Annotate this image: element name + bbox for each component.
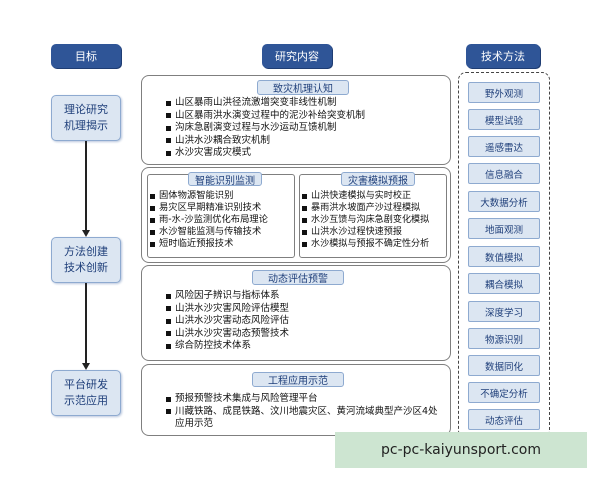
section-monitoring-title: 智能识别监测 bbox=[188, 172, 262, 187]
goal-method-line1: 方法创建 bbox=[64, 245, 108, 258]
panel-monitoring bbox=[147, 174, 295, 258]
list-item: 短时临近预报技术 bbox=[150, 238, 268, 250]
list-item: 山洪快速模拟与实时校正 bbox=[302, 190, 429, 202]
list-item: 水沙互馈与沟床急剧变化模拟 bbox=[302, 214, 429, 226]
assessment-list: 风险因子辨识与指标体系 山洪水沙灾害风险评估模型 山洪水沙灾害动态风险评估 山洪… bbox=[166, 290, 289, 353]
tech-item: 数据同化 bbox=[468, 355, 540, 376]
research-header: 研究内容 bbox=[262, 44, 332, 68]
list-item: 固体物源智能识别 bbox=[150, 190, 268, 202]
monitoring-list: 固体物源智能识别 易灾区早期精准识别技术 雨-水-沙监测优化布局理论 水沙智能监… bbox=[150, 190, 268, 250]
section-assessment-title: 动态评估预警 bbox=[252, 270, 344, 285]
list-item: 水沙智能监测与传输技术 bbox=[150, 226, 268, 238]
list-item: 山区暴雨山洪径流激增突变非线性机制 bbox=[166, 97, 365, 110]
tech-item: 动态评估 bbox=[468, 409, 540, 430]
tech-item: 地面观测 bbox=[468, 218, 540, 239]
mechanism-list: 山区暴雨山洪径流激增突变非线性机制 山区暴雨洪水演变过程中的泥沙补给突变机制 沟… bbox=[166, 97, 365, 160]
list-item: 雨-水-沙监测优化布局理论 bbox=[150, 214, 268, 226]
tech-item: 不确定分析 bbox=[468, 382, 540, 403]
goal-platform-line2: 示范应用 bbox=[64, 394, 108, 407]
tech-item: 信息融合 bbox=[468, 163, 540, 184]
list-item: 综合防控技术体系 bbox=[166, 340, 289, 353]
list-item: 山洪水沙耦合致灾机制 bbox=[166, 135, 365, 148]
tech-item: 遥感雷达 bbox=[468, 136, 540, 157]
tech-header: 技术方法 bbox=[466, 44, 540, 68]
list-item: 水沙灾害成灾模式 bbox=[166, 147, 365, 160]
list-item: 预报预警技术集成与风险管理平台 bbox=[166, 393, 446, 406]
goal-platform: 平台研发 示范应用 bbox=[51, 370, 121, 416]
flow-arrow-1-shaft bbox=[85, 141, 87, 230]
flow-arrow-1-head bbox=[82, 230, 90, 237]
section-mechanism-title: 致灾机理认知 bbox=[257, 80, 349, 95]
flow-arrow-2-head bbox=[82, 363, 90, 370]
goal-platform-line1: 平台研发 bbox=[64, 378, 108, 391]
panel-simulation bbox=[299, 174, 447, 258]
list-item: 易灾区早期精准识别技术 bbox=[150, 202, 268, 214]
goal-theory-line2: 机理揭示 bbox=[64, 119, 108, 132]
list-item: 水沙模拟与预报不确定性分析 bbox=[302, 238, 429, 250]
list-item: 山洪水沙灾害风险评估模型 bbox=[166, 303, 289, 316]
simulation-list: 山洪快速模拟与实时校正 暴雨洪水坡面产沙过程模拟 水沙互馈与沟床急剧变化模拟 山… bbox=[302, 190, 429, 250]
list-item: 暴雨洪水坡面产沙过程模拟 bbox=[302, 202, 429, 214]
tech-item: 野外观测 bbox=[468, 82, 540, 103]
section-simulation-title: 灾害模拟预报 bbox=[341, 172, 415, 187]
list-item: 山洪水沙灾害动态风险评估 bbox=[166, 315, 289, 328]
tech-item: 大数据分析 bbox=[468, 191, 540, 212]
goal-method: 方法创建 技术创新 bbox=[51, 237, 121, 283]
goal-header: 目标 bbox=[51, 44, 121, 68]
tech-item: 物源识别 bbox=[468, 328, 540, 349]
goal-method-line2: 技术创新 bbox=[64, 261, 108, 274]
section-application-title: 工程应用示范 bbox=[252, 372, 344, 387]
goal-theory: 理论研究 机理揭示 bbox=[51, 95, 121, 141]
tech-item: 深度学习 bbox=[468, 301, 540, 322]
tech-item: 耦合模拟 bbox=[468, 273, 540, 294]
application-list: 预报预警技术集成与风险管理平台 川藏铁路、成昆铁路、汶川地震灾区、黄河流域典型产… bbox=[166, 393, 446, 431]
goal-theory-line1: 理论研究 bbox=[64, 103, 108, 116]
list-item: 山洪水沙灾害动态预警技术 bbox=[166, 328, 289, 341]
list-item: 川藏铁路、成昆铁路、汶川地震灾区、黄河流域典型产沙区4处应用示范 bbox=[166, 406, 446, 431]
list-item: 山区暴雨洪水演变过程中的泥沙补给突变机制 bbox=[166, 110, 365, 123]
watermark-banner: pc-pc-kaiyunsport.com bbox=[335, 432, 587, 468]
tech-item: 模型试验 bbox=[468, 109, 540, 130]
list-item: 风险因子辨识与指标体系 bbox=[166, 290, 289, 303]
tech-item: 数值模拟 bbox=[468, 246, 540, 267]
list-item: 沟床急剧演变过程与水沙运动互馈机制 bbox=[166, 122, 365, 135]
list-item: 山洪水沙过程快速预报 bbox=[302, 226, 429, 238]
flow-arrow-2-shaft bbox=[85, 283, 87, 363]
